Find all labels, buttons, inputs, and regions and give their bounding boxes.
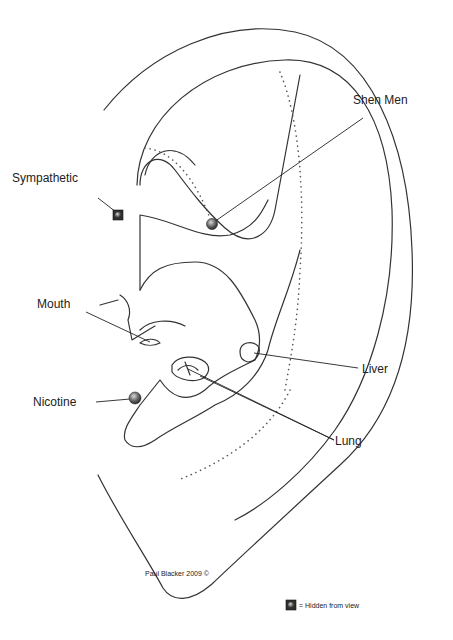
tragus <box>100 295 155 340</box>
point-label: Sympathetic <box>12 171 78 185</box>
leader-line <box>188 369 334 440</box>
hidden-point-dot <box>115 212 121 218</box>
dotted-antihelix-line <box>280 72 302 390</box>
dotted-scapha-line <box>178 390 290 480</box>
legend-text: = Hidden from view <box>299 601 359 610</box>
antitragus-line <box>140 321 185 330</box>
concha-outline <box>124 250 300 447</box>
mouth-shape <box>140 339 160 345</box>
point-label: Liver <box>362 362 388 376</box>
copyright-note: Paul Blacker 2009 © <box>145 569 209 578</box>
triangular-fossa <box>140 200 268 290</box>
liver-shape <box>240 343 259 362</box>
nicotine-point <box>129 392 141 404</box>
leader-line <box>254 353 358 368</box>
antihelix-crus <box>145 151 195 175</box>
legend-swatch <box>286 600 296 610</box>
antihelix-upper <box>140 75 300 239</box>
shen-men-point <box>207 219 218 230</box>
point-label: Shen Men <box>353 93 408 107</box>
leader-line <box>214 118 363 222</box>
leader-line <box>200 376 334 440</box>
lung-inner <box>178 362 198 375</box>
helix-outline <box>98 29 412 599</box>
helix-inner <box>137 60 392 520</box>
point-label: Lung <box>335 434 362 448</box>
dotted-fossa-line <box>145 148 212 224</box>
legend-swatch-dot <box>288 602 294 608</box>
point-label: Nicotine <box>33 395 76 409</box>
point-label: Mouth <box>37 297 70 311</box>
leader-line <box>96 399 130 402</box>
hidden-point-square <box>113 210 123 220</box>
leader-line <box>86 312 150 342</box>
